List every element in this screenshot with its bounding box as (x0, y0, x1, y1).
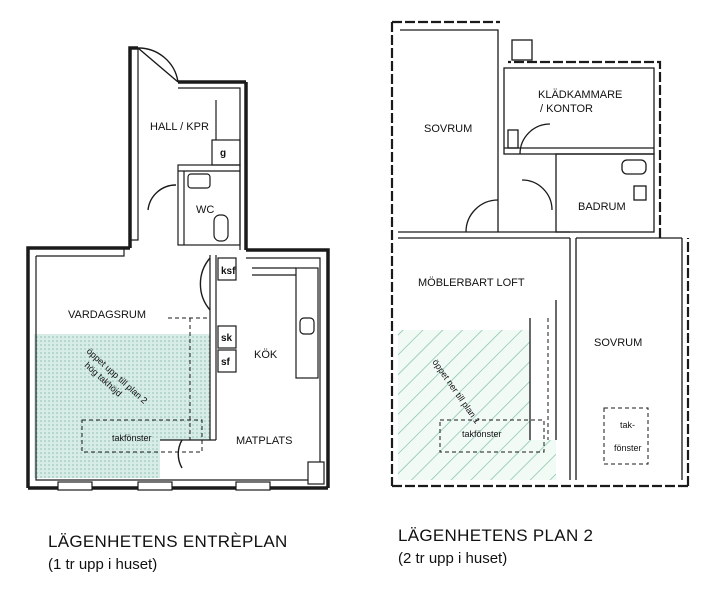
label-kladkammare-1: KLÄDKAMMARE (538, 89, 622, 101)
open-area-plan2 (398, 330, 556, 480)
label-badrum: BADRUM (578, 201, 626, 213)
caption-plan2-title: LÄGENHETENS PLAN 2 (398, 526, 594, 545)
caption-plan1-title: LÄGENHETENS ENTRÈPLAN (48, 532, 288, 551)
label-takfonster-plan2-b2: fönster (614, 443, 642, 453)
kitchen-counter (295, 267, 319, 379)
label-takfonster-plan2-b1: tak- (620, 420, 635, 430)
tag-g: g (220, 148, 226, 159)
sovrum1-door (465, 199, 499, 233)
wall-main-right (246, 248, 330, 488)
label-kok: KÖK (254, 349, 278, 361)
tag-ksf: ksf (221, 266, 236, 277)
tag-sf: sf (221, 357, 231, 368)
label-hall: HALL / KPR (150, 121, 209, 133)
open-area-plan1 (34, 334, 210, 478)
entrance-door (137, 47, 179, 83)
caption-plan1-subtitle: (1 tr upp i huset) (48, 556, 158, 573)
skylight-plan2-a (439, 419, 545, 453)
label-wc: WC (196, 204, 214, 216)
label-matplats: MATPLATS (236, 435, 292, 447)
skylight-plan1 (81, 419, 203, 453)
caption-plan2-subtitle: (2 tr upp i huset) (398, 550, 508, 567)
plan-1: HALL / KPR WC VARDAGSRUM KÖK MATPLATS ta… (26, 46, 330, 491)
label-takfonster-plan2-a: takfönster (462, 429, 502, 439)
label-takfonster-plan1: takfönster (112, 433, 152, 443)
skylight-plan2-b (603, 407, 649, 465)
label-kladkammare-2: / KONTOR (540, 103, 593, 115)
wall-hall-left (128, 46, 138, 248)
label-vardagsrum: VARDAGSRUM (68, 309, 146, 321)
label-sovrum-1: SOVRUM (424, 123, 472, 135)
tag-sk: sk (221, 333, 233, 344)
label-sovrum-2: SOVRUM (594, 337, 642, 349)
badrum-room (555, 153, 655, 233)
label-loft: MÖBLERBART LOFT (418, 277, 525, 289)
wc-door (147, 184, 177, 211)
wall-main-left (26, 246, 130, 488)
plan-2: SOVRUM KLÄDKAMMARE / KONTOR BADRUM MÖBLE… (390, 20, 690, 488)
kitchen-door (199, 257, 211, 311)
wc-room (177, 164, 241, 246)
